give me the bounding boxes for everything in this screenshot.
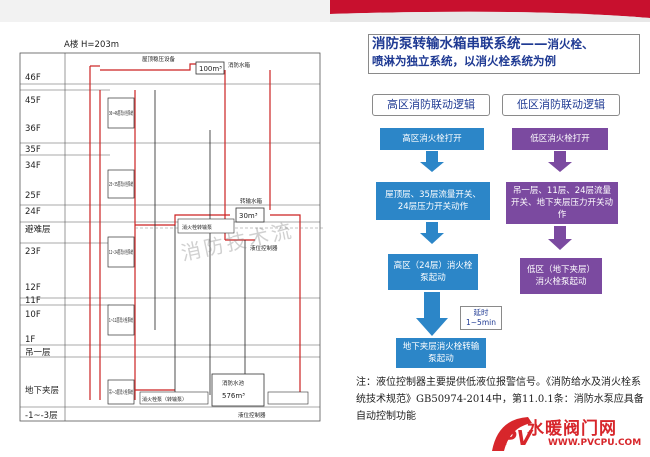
- low-zone-arrows: [548, 151, 572, 250]
- relay-tank: [235, 207, 265, 223]
- delay-line1: 延时: [473, 308, 489, 317]
- floor-label: 1F: [25, 335, 35, 345]
- logo-name: 水暖阀门网: [527, 419, 617, 439]
- floor-label: 12F: [25, 283, 41, 293]
- high-step-2: 屋顶层、35层流量开关、24层压力开关动作: [376, 182, 490, 220]
- zone-box-label: 吊~-3层消火栓系统: [109, 388, 133, 396]
- zone-boxes: [107, 97, 135, 405]
- floor-label: 24F: [25, 207, 41, 217]
- title-lead: 消防泵转输水箱串联系统——: [372, 36, 548, 52]
- title-box: [368, 34, 640, 74]
- floor-label: 46F: [25, 73, 41, 83]
- pool-box: [211, 373, 265, 407]
- floor-label: 25F: [25, 191, 41, 201]
- bottom-pump-box: [139, 391, 209, 405]
- zone-box-label: 25~35层消火栓系统: [109, 180, 133, 188]
- floor-label: 吊一层: [25, 348, 51, 358]
- high-step-3: 高区（24层）消火栓泵起动: [388, 254, 478, 290]
- floor-label: 35F: [25, 145, 41, 155]
- logo-emblem: PV: [492, 417, 534, 451]
- relay-tank-volume: 30m³: [239, 212, 258, 220]
- low-step-2: 吊一层、11层、24层流量开关、地下夹层压力开关动作: [506, 182, 618, 224]
- top-tank-volume: 100m³: [199, 65, 222, 73]
- low-zone-title: 低区消防联动逻辑: [502, 94, 620, 116]
- floor-label: 避难层: [25, 224, 51, 235]
- pool-volume: 576m³: [222, 392, 245, 400]
- top-tank-label: 消防水箱: [228, 61, 251, 69]
- level-controller-label-2: 液位控制器: [238, 411, 266, 419]
- relay-pump-label: 消火栓转输泵: [182, 224, 212, 231]
- zone-box-label: 36~46层消火栓系统: [109, 109, 133, 117]
- diagram-header: A楼 H=203m: [64, 39, 119, 50]
- top-device-label: 屋顶稳压设备: [142, 55, 176, 63]
- logo-url: WWW.PVCPU.COM: [548, 438, 642, 448]
- delay-label: 延时 1~5min: [460, 306, 502, 330]
- pool-label: 消防水池: [222, 379, 245, 387]
- floor-label: 34F: [25, 161, 41, 171]
- high-zone-title: 高区消防联动逻辑: [372, 94, 490, 116]
- low-step-1: 低区消火栓打开: [512, 128, 608, 150]
- note: 注：液位控制器主要提供低液位报警信号。《消防给水及消火栓系统技术规范》GB509…: [356, 377, 644, 422]
- floor-label: 45F: [25, 96, 41, 106]
- top-tank: [195, 61, 225, 75]
- svg-text:PV: PV: [502, 426, 534, 450]
- title-line2: 喷淋为独立系统，以消火栓系统为例: [372, 54, 556, 68]
- zone-box-label: 1~11层消火栓系统: [109, 316, 133, 324]
- high-step-1: 高区消火栓打开: [380, 128, 484, 150]
- delay-line2: 1~5min: [466, 318, 496, 327]
- low-step-3: 低区（地下夹层）消火栓泵起动: [520, 258, 602, 294]
- relay-tank-label: 转输水箱: [240, 197, 263, 205]
- black-pipes: [154, 90, 246, 395]
- bottom-pump-label: 消火栓泵（转输泵）: [142, 396, 187, 403]
- relay-pump-box: [177, 218, 235, 234]
- zone-box-label: 12~24层消火栓系统: [109, 248, 133, 256]
- title-line1-rest: 消火栓、: [547, 37, 594, 51]
- high-step-4: 地下夹层消火栓转输泵起动: [396, 338, 486, 368]
- diagram-frame: [19, 52, 321, 422]
- high-zone-arrows: [416, 151, 448, 336]
- floor-label: 地下夹层: [25, 385, 59, 396]
- floor-lines: [20, 53, 320, 421]
- floor-label: -1~-3层: [25, 411, 58, 421]
- title: 消防泵转输水箱串联系统——消火栓、 喷淋为独立系统，以消火栓系统为例: [372, 36, 638, 70]
- floor-label: 23F: [25, 247, 41, 257]
- floor-label: 11F: [25, 296, 41, 306]
- floor-label: 36F: [25, 124, 41, 134]
- level-controller-label: 液位控制器: [250, 244, 278, 252]
- bottom-pump-box-2: [267, 391, 309, 405]
- floor-label: 10F: [25, 310, 41, 320]
- header-red-swoosh: [330, 0, 650, 22]
